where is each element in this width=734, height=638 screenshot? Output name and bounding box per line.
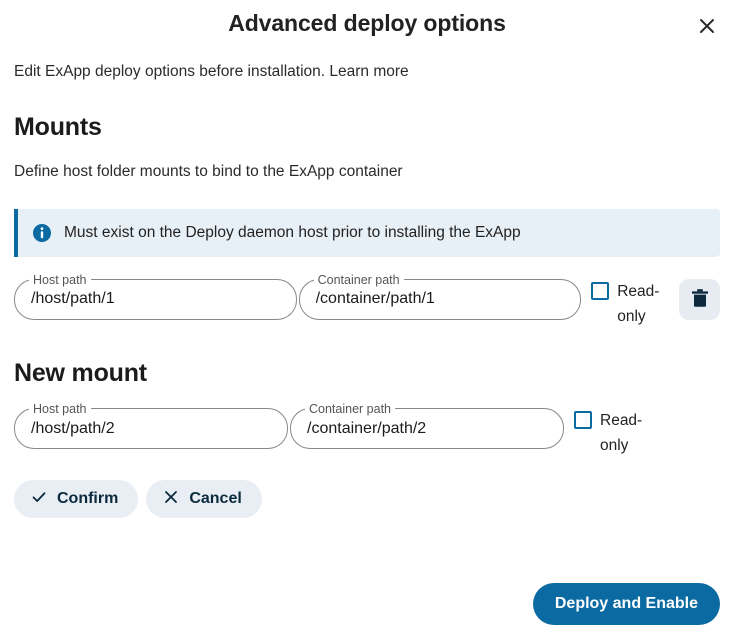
- mounts-subtext: Define host folder mounts to bind to the…: [14, 162, 403, 180]
- container-path-input-1[interactable]: [299, 290, 581, 309]
- readonly-checkbox-1[interactable]: Read-only: [591, 279, 671, 329]
- new-mount-heading: New mount: [14, 359, 147, 388]
- host-path-label-2: Host path: [29, 401, 91, 418]
- new-mount-row: Host path Container path Read-only: [14, 401, 720, 458]
- dialog-footer: Deploy and Enable: [532, 583, 720, 625]
- cancel-button-label: Cancel: [189, 490, 242, 508]
- checkbox-box-icon[interactable]: [574, 411, 592, 430]
- host-path-input-2[interactable]: [15, 419, 287, 438]
- cancel-button[interactable]: Cancel: [146, 480, 262, 519]
- intro-description: Edit ExApp deploy options before install…: [14, 63, 326, 80]
- host-path-label-1: Host path: [29, 271, 91, 288]
- deploy-and-enable-button[interactable]: Deploy and Enable: [532, 583, 720, 625]
- readonly-label-2: Read-only: [600, 412, 643, 455]
- host-path-input-1[interactable]: [15, 290, 296, 309]
- container-path-input-2[interactable]: [291, 419, 563, 438]
- host-path-field-1[interactable]: Host path: [14, 271, 297, 320]
- dialog-header: Advanced deploy options: [0, 0, 734, 52]
- container-path-field-1[interactable]: Container path: [298, 271, 582, 320]
- checkbox-box-icon[interactable]: [591, 281, 610, 300]
- host-path-field-2[interactable]: Host path: [14, 401, 288, 450]
- readonly-label-1: Read-only: [617, 282, 660, 326]
- close-button[interactable]: [688, 8, 726, 46]
- learn-more-link[interactable]: Learn more: [329, 63, 409, 80]
- info-circle-icon: [32, 223, 52, 243]
- check-icon: [30, 488, 48, 511]
- mounts-heading: Mounts: [14, 112, 102, 141]
- dialog-body: Edit ExApp deploy options before install…: [0, 62, 734, 519]
- readonly-checkbox-2[interactable]: Read-only: [574, 408, 654, 458]
- mount-row: Host path Container path Read-only: [14, 271, 721, 329]
- info-banner: Must exist on the Deploy daemon host pri…: [14, 208, 720, 257]
- x-icon: [162, 488, 180, 511]
- confirm-button-label: Confirm: [57, 490, 119, 508]
- intro-text: Edit ExApp deploy options before install…: [14, 62, 720, 83]
- delete-mount-button-1[interactable]: [679, 278, 721, 320]
- container-path-label-2: Container path: [305, 401, 396, 418]
- new-mount-actions: Confirm Cancel: [14, 480, 720, 519]
- page-title: Advanced deploy options: [228, 10, 506, 36]
- container-path-field-2[interactable]: Container path: [290, 401, 564, 450]
- container-path-label-1: Container path: [313, 271, 404, 288]
- info-banner-text: Must exist on the Deploy daemon host pri…: [64, 223, 521, 241]
- trash-icon: [691, 288, 709, 311]
- close-icon: [698, 17, 716, 38]
- confirm-button[interactable]: Confirm: [14, 480, 139, 519]
